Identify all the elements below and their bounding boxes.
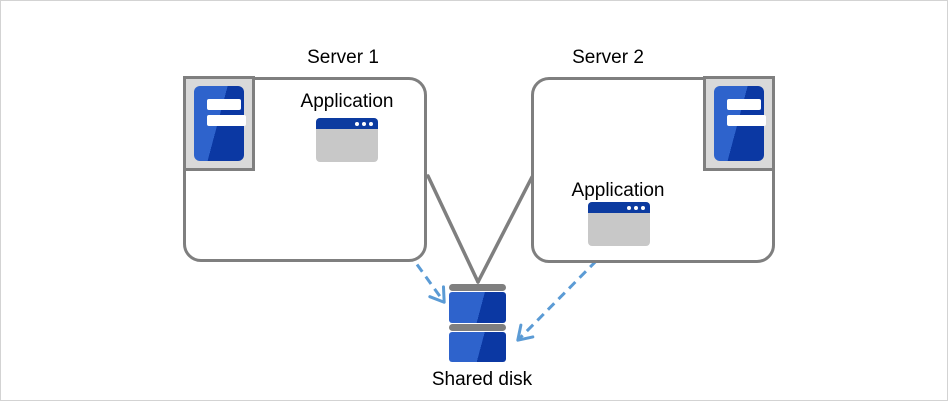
- server-tower-icon: [703, 76, 775, 171]
- disk-platter: [449, 292, 506, 323]
- shared-disk-label: Shared disk: [431, 369, 533, 390]
- server-tower-slot: [727, 99, 761, 110]
- server1-title: Server 1: [307, 47, 379, 68]
- application-window-icon: [316, 118, 378, 162]
- app2-label: Application: [571, 180, 665, 201]
- application-window-icon: [588, 202, 650, 246]
- window-dots-icon: [355, 121, 373, 126]
- server-tower-icon: [183, 76, 255, 171]
- app2-disk-arrow: [516, 248, 609, 342]
- server1-disk-line: [426, 174, 480, 284]
- disk-platter: [449, 332, 506, 362]
- disk-cap: [449, 324, 506, 331]
- server2-title: Server 2: [572, 47, 644, 68]
- app1-label: Application: [300, 91, 394, 112]
- server-tower-body: [714, 86, 766, 161]
- server-tower-slot: [207, 99, 241, 110]
- server-tower-slot: [727, 115, 766, 126]
- server2-disk-line: [476, 175, 534, 284]
- window-dots-icon: [627, 205, 645, 210]
- disk-stack-icon: [449, 284, 506, 362]
- application-titlebar: [588, 202, 650, 213]
- server-tower-body: [194, 86, 246, 161]
- application-titlebar: [316, 118, 378, 129]
- disk-cap: [449, 284, 506, 291]
- server-tower-slot: [207, 115, 246, 126]
